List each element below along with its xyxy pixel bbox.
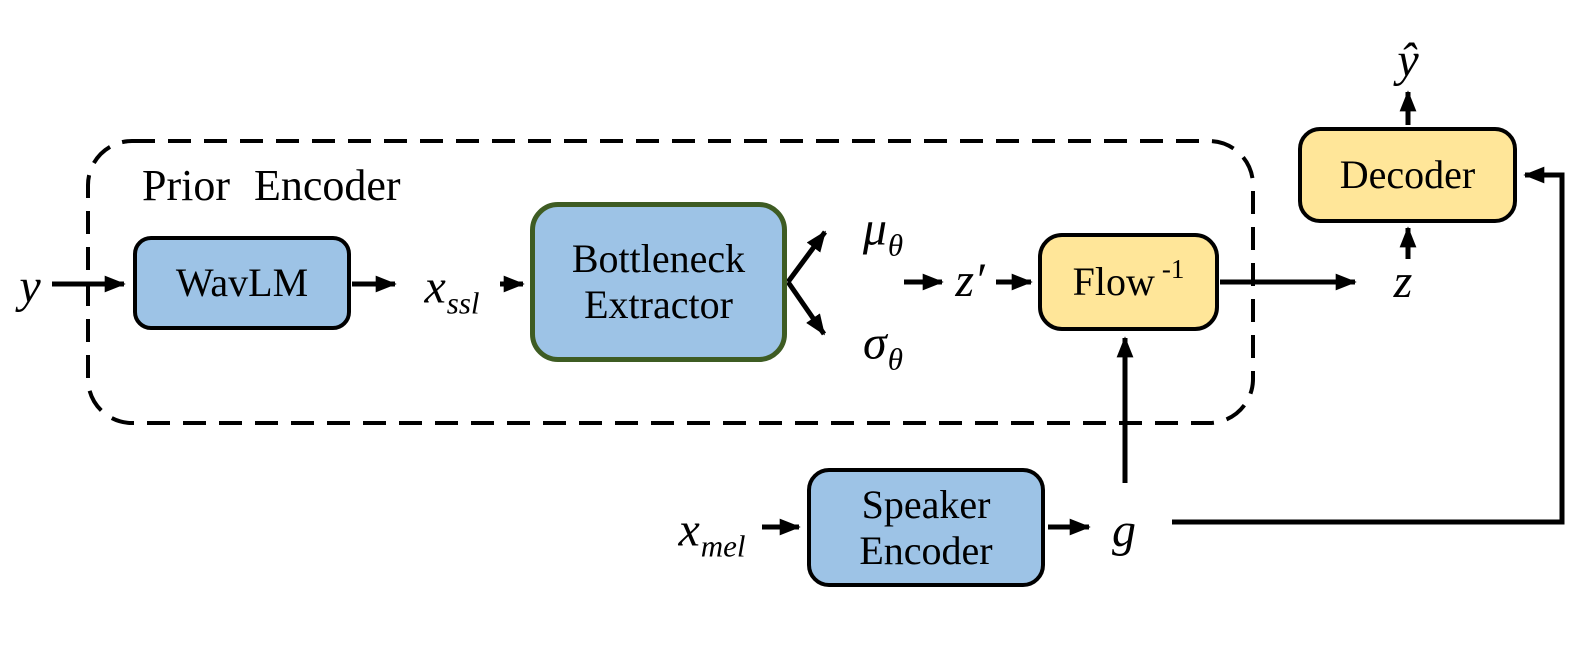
var-z: z: [1393, 255, 1413, 308]
var-sigma-sub: θ: [887, 341, 903, 377]
var-x-mel: xmel: [678, 503, 746, 564]
var-y-hat: ŷ: [1397, 34, 1419, 87]
var-x-ssl-sub: ssl: [446, 285, 480, 321]
decoder-label: Decoder: [1339, 152, 1476, 197]
var-x-mel-sub: mel: [700, 528, 746, 564]
bottleneck-extractor-block: Bottleneck Extractor: [530, 202, 787, 362]
var-sigma-base: σ: [863, 316, 887, 370]
speaker-encoder-block: Speaker Encoder: [807, 468, 1045, 587]
var-x-ssl: xssl: [424, 260, 480, 321]
line-g-to-decoder-feedback: [1172, 166, 1565, 525]
var-z-prime: z′: [955, 254, 985, 307]
var-sigma-theta: σθ: [863, 316, 903, 377]
var-mu-base: μ: [862, 202, 887, 256]
wavlm-label: WavLM: [175, 260, 309, 305]
speaker-label-line1: Speaker: [861, 481, 991, 527]
flow-inverse-exponent: -1: [1161, 253, 1185, 284]
arrow-bottleneck-to-sigma: [785, 280, 827, 336]
arrow-bottleneck-to-mu: [785, 230, 828, 284]
flow-label: Flow: [1072, 259, 1155, 304]
wavlm-block: WavLM: [133, 236, 351, 330]
var-g: g: [1112, 504, 1136, 557]
speaker-label-line2: Encoder: [859, 527, 993, 573]
prior-encoder-label: Prior Encoder: [142, 161, 401, 210]
var-x-mel-base: x: [678, 503, 700, 557]
bottleneck-label-line2: Extractor: [584, 282, 733, 327]
decoder-block: Decoder: [1298, 127, 1517, 223]
inverse-flow-block: Flow -1: [1038, 233, 1219, 331]
var-mu-theta: μθ: [862, 202, 904, 263]
var-x-ssl-base: x: [424, 260, 446, 314]
bottleneck-label-line1: Bottleneck: [571, 236, 746, 281]
var-y-input: y: [19, 260, 41, 313]
var-mu-sub: θ: [887, 227, 904, 263]
